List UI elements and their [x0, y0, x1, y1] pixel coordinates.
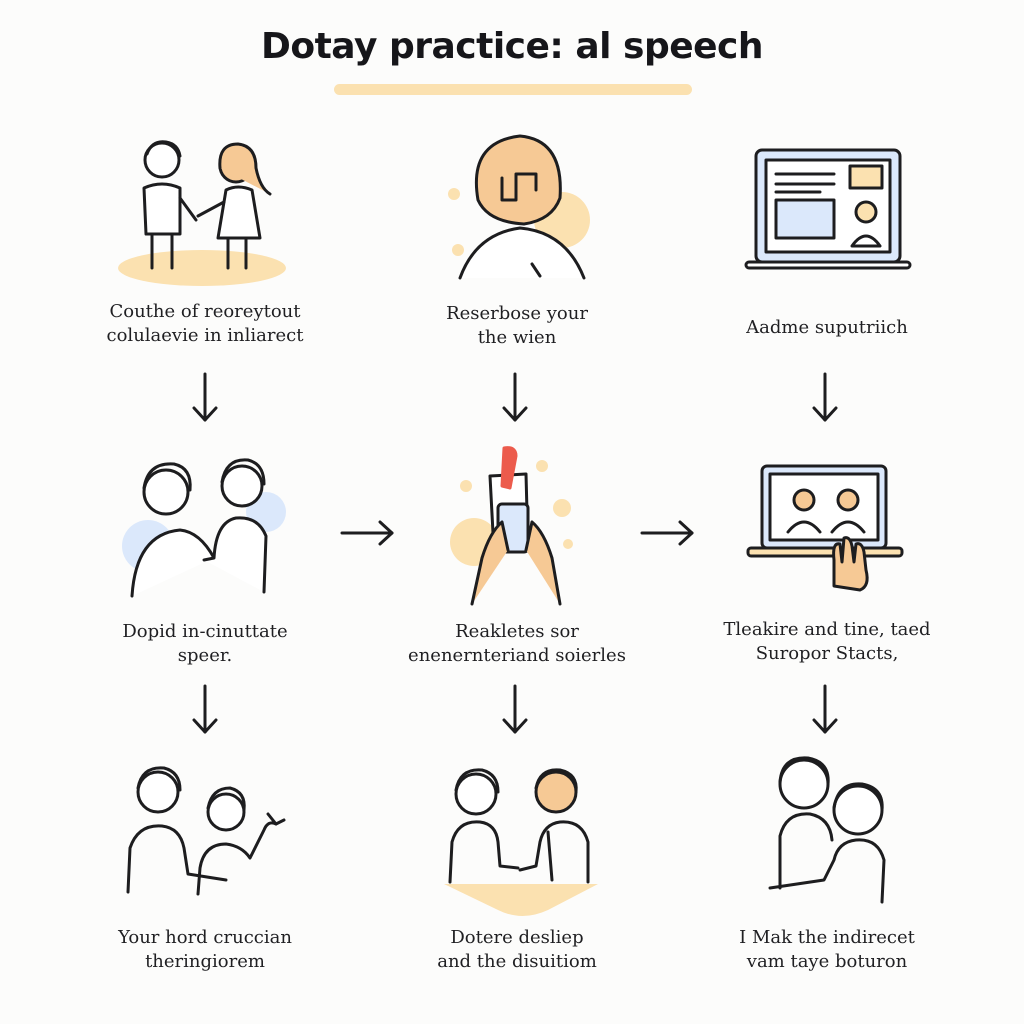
- arrow-right-icon: [640, 518, 700, 548]
- step-caption-r1c1: Couthe of reoreytout colulaevie in inlia…: [55, 300, 355, 348]
- caption-line: colulaevie in inliarect: [106, 325, 304, 346]
- two-people-handshake-icon: [114, 128, 294, 286]
- step-caption-r3c2: Dotere desliep and the disuitiom: [367, 926, 667, 974]
- caption-line: Your hord cruccian: [118, 927, 292, 948]
- caption-line: Dopid in-cinuttate: [122, 621, 288, 642]
- two-people-shaking-hands-icon: [432, 762, 612, 916]
- step-caption-r2c1: Dopid in-cinuttate speer.: [55, 620, 355, 668]
- arrow-down-icon: [500, 684, 530, 740]
- step-caption-r2c3: Tleakire and tine, taed Suropor Stacts,: [677, 618, 977, 666]
- step-caption-r2c2: Reakletes sor enenernteriand soierles: [367, 620, 667, 668]
- caption-line: the wien: [477, 327, 557, 348]
- arrow-down-icon: [190, 372, 220, 428]
- caption-line: Suropor Stacts,: [755, 643, 899, 664]
- caption-line: Reakletes sor: [455, 621, 579, 642]
- title-underline: [334, 84, 692, 95]
- caption-line: speer.: [177, 645, 233, 666]
- caption-line: enenernteriand soierles: [408, 645, 626, 666]
- person-bob-hair-icon: [432, 128, 612, 280]
- caption-line: vam taye boturon: [746, 951, 908, 972]
- page-title: Dotay practice: al speech: [260, 26, 764, 67]
- arrow-down-icon: [500, 372, 530, 428]
- caption-line: Tleakire and tine, taed: [723, 619, 931, 640]
- laptop-two-faces-icon: [736, 450, 916, 600]
- caption-line: Reserbose your: [446, 303, 588, 324]
- arrow-down-icon: [810, 684, 840, 740]
- two-people-wave-icon: [118, 758, 298, 908]
- caption-line: Aadme suputriich: [746, 317, 908, 338]
- step-caption-r3c1: Your hord cruccian theringiorem: [55, 926, 355, 974]
- caption-line: Dotere desliep: [450, 927, 584, 948]
- step-caption-r3c3: I Mak the indirecet vam taye boturon: [677, 926, 977, 974]
- hands-holding-phone-icon: [432, 446, 612, 606]
- people-hug-icon: [742, 752, 922, 904]
- arrow-down-icon: [190, 684, 220, 740]
- caption-line: I Mak the indirecet: [739, 927, 915, 948]
- arrow-down-icon: [810, 372, 840, 428]
- step-caption-r1c2: Reserbose your the wien: [367, 302, 667, 350]
- caption-line: Couthe of reoreytout: [109, 301, 301, 322]
- caption-line: theringiorem: [145, 951, 265, 972]
- laptop-video-call-icon: [736, 134, 916, 284]
- caption-line: and the disuitiom: [437, 951, 597, 972]
- arrow-right-icon: [340, 518, 400, 548]
- step-caption-r1c3: Aadme suputriich: [677, 316, 977, 340]
- people-embrace-icon: [118, 446, 298, 598]
